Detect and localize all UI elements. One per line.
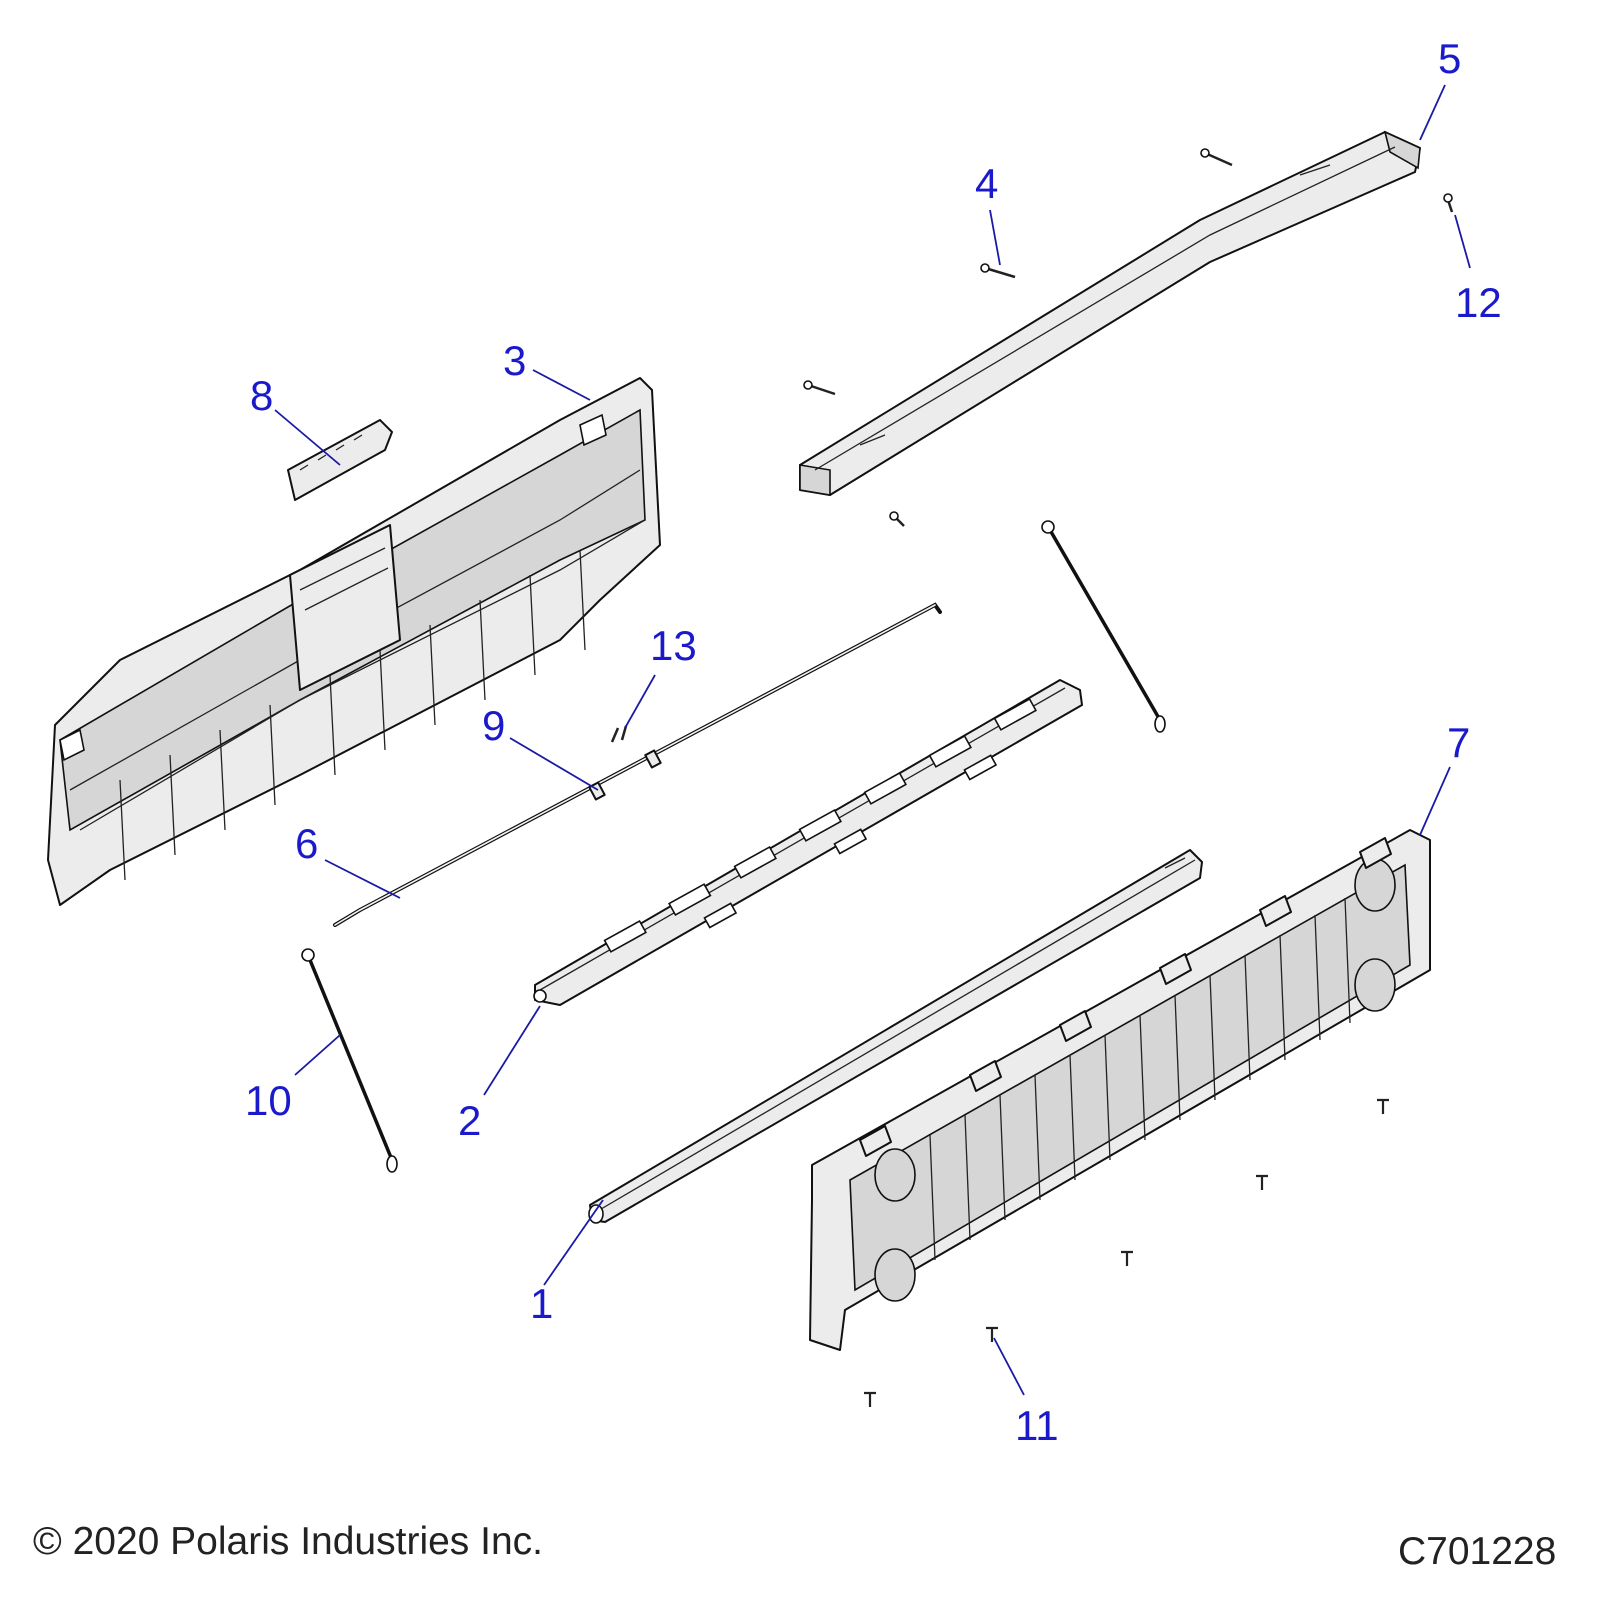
callout-10: 10: [245, 1077, 292, 1124]
handle-bar: [533, 679, 1083, 1006]
drawing-number: C701228: [1398, 1530, 1557, 1573]
latch-bracket: [287, 419, 393, 501]
callout-8: 8: [250, 372, 273, 419]
panel-screws: [864, 1098, 1389, 1407]
callout-6: 6: [295, 820, 318, 867]
rail-bolts: [803, 148, 1454, 527]
callout-3: 3: [503, 337, 526, 384]
inner-tailgate-panel: [47, 377, 661, 906]
copyright-notice: © 2020 Polaris Industries Inc.: [33, 1520, 543, 1563]
callout-7: 7: [1447, 719, 1470, 766]
callout-5: 5: [1438, 35, 1461, 82]
callout-9: 9: [482, 702, 505, 749]
leader-lines: [274, 84, 1471, 1396]
callout-4: 4: [975, 160, 998, 207]
hinge-tube: [588, 849, 1203, 1224]
callout-1: 1: [530, 1280, 553, 1327]
callout-labels: 1 2 3 4 5 6 7 8 9 10 11 12 13: [245, 35, 1502, 1449]
outer-tailgate-panel: [809, 829, 1431, 1351]
callout-11: 11: [1015, 1402, 1059, 1449]
upper-rail-cap: [799, 130, 1421, 496]
callout-2: 2: [458, 1097, 481, 1144]
callout-12: 12: [1455, 279, 1502, 326]
rod-clips: [588, 725, 662, 801]
support-cables: [301, 520, 1166, 1173]
callout-13: 13: [650, 622, 697, 669]
